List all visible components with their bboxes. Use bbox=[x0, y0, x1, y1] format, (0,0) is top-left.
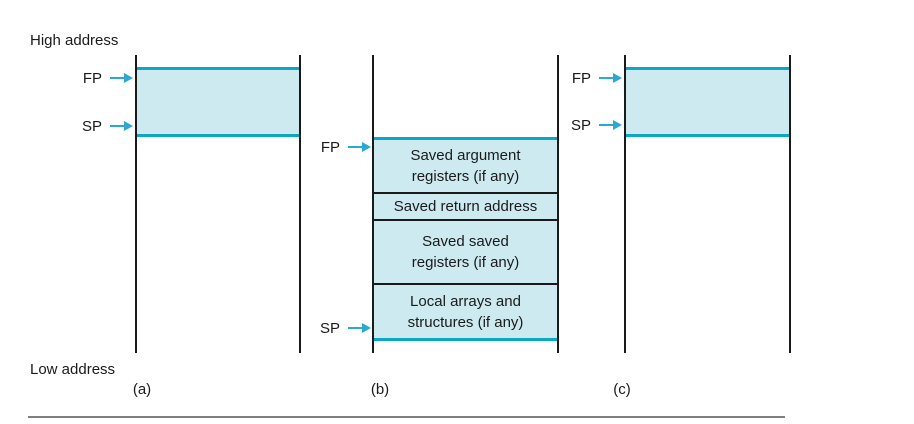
frame-slot-saved-return-address: Saved return address bbox=[374, 192, 557, 219]
panel-caption-c: (c) bbox=[613, 381, 631, 398]
arrow-right-icon bbox=[110, 73, 133, 83]
stack-pointer-b: SP bbox=[320, 317, 371, 339]
stack-column-c-right-line bbox=[789, 55, 791, 353]
stack-pointer-c: SP bbox=[571, 114, 622, 136]
sp-label: SP bbox=[81, 117, 102, 135]
panel-caption-b: (b) bbox=[370, 381, 390, 398]
stack-pointer-a: SP bbox=[82, 115, 133, 137]
frame-pointer-c: FP bbox=[572, 67, 622, 89]
procedure-frame-b: Saved argument registers (if any) Saved … bbox=[374, 137, 557, 341]
stack-band-a bbox=[137, 67, 299, 137]
arrow-right-icon bbox=[599, 120, 622, 130]
frame-pointer-b: FP bbox=[321, 136, 371, 158]
fp-label: FP bbox=[571, 69, 591, 87]
frame-slot-local-arrays-structures: Local arrays and structures (if any) bbox=[374, 283, 557, 338]
fp-label: FP bbox=[82, 69, 102, 87]
arrow-right-icon bbox=[110, 121, 133, 131]
stack-column-b-right-line bbox=[557, 55, 559, 353]
frame-pointer-a: FP bbox=[83, 67, 133, 89]
stack-column-a-right-line bbox=[299, 55, 301, 353]
arrow-right-icon bbox=[599, 73, 622, 83]
panel-caption-a: (a) bbox=[132, 381, 152, 398]
fp-label: FP bbox=[320, 138, 340, 156]
high-address-label: High address bbox=[30, 32, 119, 49]
figure-bottom-rule bbox=[28, 416, 785, 418]
stack-column-c-left-line bbox=[624, 55, 626, 353]
arrow-right-icon bbox=[348, 323, 371, 333]
frame-slot-saved-argument-registers: Saved argument registers (if any) bbox=[410, 147, 521, 185]
sp-label: SP bbox=[319, 319, 340, 337]
stack-column-b-left-line bbox=[372, 55, 374, 353]
sp-label: SP bbox=[570, 116, 591, 134]
low-address-label: Low address bbox=[30, 361, 116, 378]
arrow-right-icon bbox=[348, 142, 371, 152]
stack-column-a-left-line bbox=[135, 55, 137, 353]
frame-slot-saved-saved-registers: Saved saved registers (if any) bbox=[374, 219, 557, 283]
stack-band-c bbox=[626, 67, 789, 137]
